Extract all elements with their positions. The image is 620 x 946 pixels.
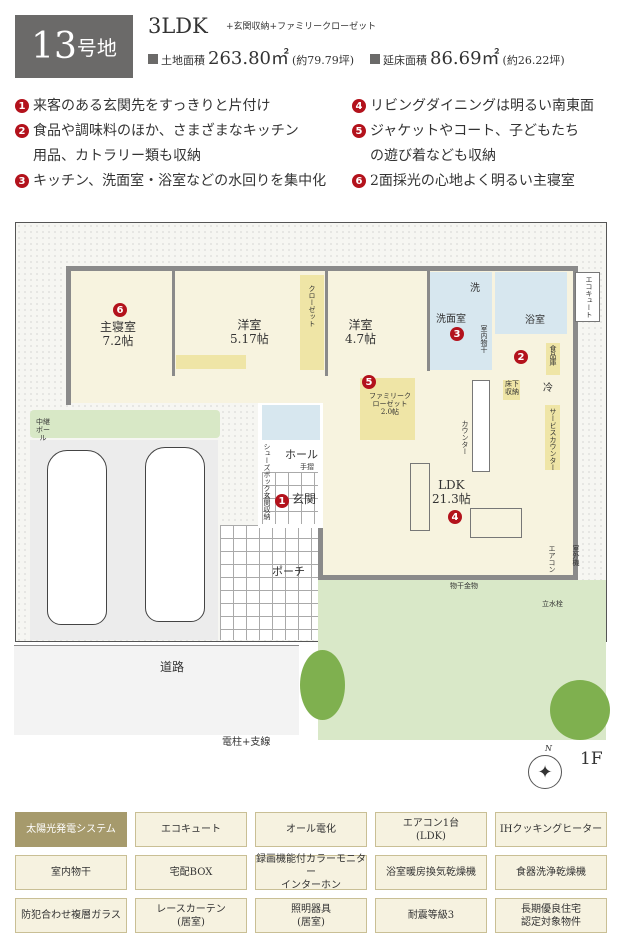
equipment-item: 太陽光発電システム <box>15 812 127 847</box>
kitchen-counter <box>472 380 490 472</box>
compass-icon: ✦ <box>528 755 562 789</box>
outdoor-unit-label: 室外機 <box>572 545 580 566</box>
road-area <box>14 645 299 735</box>
equipment-item: 耐震等級3 <box>375 898 487 933</box>
aircon-label: エアコン <box>548 545 556 573</box>
marker-4: 4 <box>448 510 462 524</box>
equipment-item: エコキュート <box>135 812 247 847</box>
fridge-label: 冷 <box>543 383 553 394</box>
equipment-item: 防犯合わせ複層ガラス <box>15 898 127 933</box>
car-icon <box>47 450 107 625</box>
service-counter-label: サービスカウンター <box>549 408 557 471</box>
hall-label: ホール <box>285 448 318 461</box>
equipment-grid: 太陽光発電システムエコキュートオール電化エアコン1台 (LDK)IHクッキングヒ… <box>15 812 607 933</box>
equipment-item: エアコン1台 (LDK) <box>375 812 487 847</box>
tree-icon <box>550 680 610 740</box>
porch-label: ポーチ <box>272 565 305 578</box>
entrance-tile <box>262 472 318 524</box>
ecocute-label: エコキュート <box>585 276 593 318</box>
marker-1: 1 <box>275 494 289 508</box>
handrail-label: 手摺 <box>300 463 314 471</box>
faucet-label: 立水栓 <box>542 600 563 608</box>
dining-table-icon <box>470 508 522 538</box>
room-bath <box>495 272 567 334</box>
planting-strip <box>30 410 220 438</box>
equipment-item: 食器洗浄乾燥機 <box>495 855 607 890</box>
north-label: N <box>545 744 552 753</box>
equipment-item: 長期優良住宅 認定対象物件 <box>495 898 607 933</box>
sofa-icon <box>410 463 430 531</box>
clothes-hanger-label: 物干金物 <box>450 582 478 590</box>
bath-label: 浴室 <box>525 315 545 326</box>
equipment-item: 録画機能付カラーモニター インターホン <box>255 854 367 891</box>
equipment-item: 浴室暖房換気乾燥機 <box>375 855 487 890</box>
marker-2: 2 <box>514 350 528 364</box>
lot-number: 13 <box>31 26 77 67</box>
ecocute-unit <box>575 272 600 322</box>
counter-label: カウンター <box>461 420 469 455</box>
service-counter <box>545 405 560 470</box>
shoebox-label: シューズボックス <box>263 443 271 499</box>
closet-label: クローゼット <box>308 285 316 327</box>
equipment-item: IHクッキングヒーター <box>495 812 607 847</box>
marker-6: 6 <box>113 303 127 317</box>
underfloor-storage <box>503 380 520 400</box>
plan-extras: +玄関収納+ファミリークローゼット <box>226 22 377 32</box>
pole-label: 電柱+支線 <box>222 737 271 748</box>
closet <box>300 275 324 370</box>
plan-type: 3LDK <box>148 14 208 38</box>
pantry <box>546 343 560 375</box>
equipment-item: レースカーテン (居室) <box>135 898 247 933</box>
closet <box>176 355 246 369</box>
entrance-storage-label: 玄関収納 <box>263 492 271 520</box>
relay-pole-label: 中継ボール <box>36 418 50 442</box>
room-toilet <box>262 405 320 440</box>
marker-5: 5 <box>362 375 376 389</box>
pantry-label: 食品庫 <box>549 345 557 366</box>
road-label: 道路 <box>160 660 185 674</box>
equipment-item: オール電化 <box>255 812 367 847</box>
room-washroom <box>430 272 492 370</box>
equipment-item: 宅配BOX <box>135 855 247 890</box>
washer-label: 洗 <box>470 283 480 294</box>
equipment-item: 照明器具 (居室) <box>255 898 367 933</box>
marker-3: 3 <box>450 327 464 341</box>
entrance-label: 玄関 <box>292 492 317 506</box>
lot-suffix: 号地 <box>76 36 117 60</box>
car-icon <box>145 447 205 622</box>
house-wall <box>66 266 578 405</box>
underfloor-label: 床下収納 <box>505 380 519 396</box>
equipment-item: 室内物干 <box>15 855 127 890</box>
indoor-dry-label: 室内物干 <box>480 325 488 353</box>
floor-label: 1F <box>580 749 603 769</box>
approach-paving <box>220 525 318 640</box>
tree-icon <box>300 650 345 720</box>
washroom-label: 洗面室 <box>436 314 466 325</box>
